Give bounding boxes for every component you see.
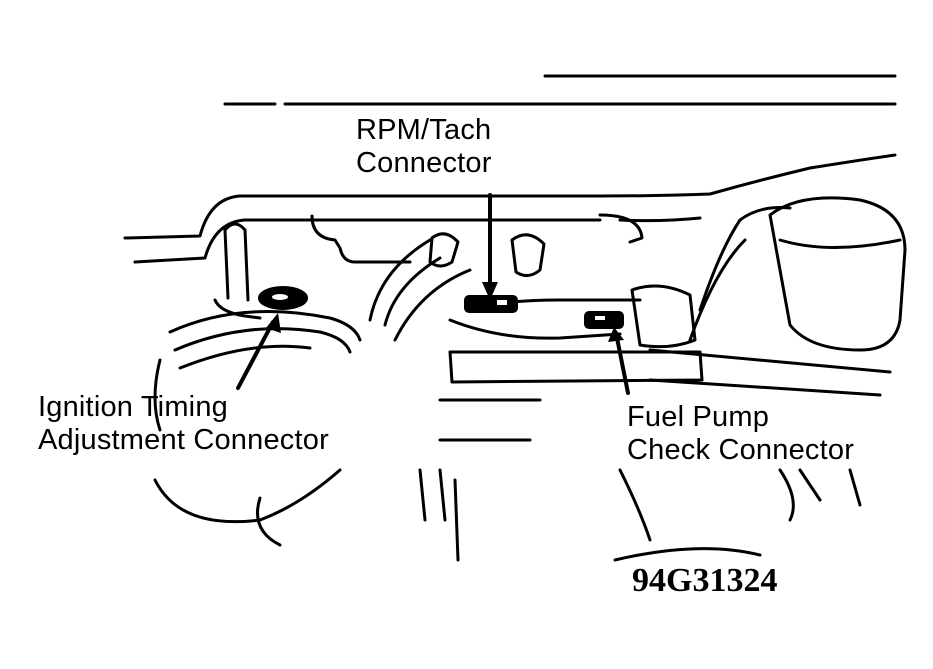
lower-right-arm [618, 468, 652, 542]
ignition-timing-label-line1: Ignition Timing [38, 391, 228, 423]
lower-right-hoses [778, 468, 862, 522]
ignition-timing-pointer [236, 320, 275, 390]
wire-harness-3 [393, 268, 472, 342]
left-tube-top [223, 222, 247, 232]
lower-center-stem [418, 468, 447, 522]
wire-harness-5 [173, 327, 352, 354]
bracket-right [598, 213, 644, 244]
fuel-pump-label-line1: Fuel Pump [627, 401, 770, 433]
lower-left-body [153, 468, 342, 524]
right-hose-2 [688, 238, 747, 342]
bracket-left [310, 214, 412, 264]
right-lower-lines [648, 348, 892, 397]
right-hose-1 [698, 206, 792, 312]
rpm-tach-label-line2: Connector [356, 147, 492, 179]
wire-harness-2 [383, 256, 442, 327]
wire-harness-1 [368, 238, 432, 322]
left-stack [213, 298, 262, 320]
bottom-curve [613, 547, 762, 562]
fuel-pump-label-line2: Check Connector [627, 434, 855, 466]
valve-cover-lower [438, 398, 542, 442]
fuel-pump-pointer [615, 336, 630, 395]
figure-code: 94G31324 [632, 562, 778, 599]
engine-cover-outline [123, 153, 897, 240]
ignition-timing-arrowhead [266, 313, 281, 333]
wire-harness-4 [168, 310, 362, 342]
lower-center-base [453, 478, 460, 562]
center-pipe [448, 318, 622, 340]
rpm-tach-arrowhead [482, 282, 498, 300]
valve-cover [448, 350, 704, 384]
fuel-pump-module [630, 284, 697, 349]
wire-harness-6 [178, 344, 312, 370]
left-vertical-tube [223, 228, 250, 302]
engine-cover-inner [133, 218, 602, 264]
plug-boot-center [510, 233, 546, 277]
right-canister-top [778, 238, 902, 249]
ignition-timing-label-line2: Adjustment Connector [38, 424, 329, 456]
right-canister [768, 196, 907, 352]
rpm-tach-connector-shape [464, 295, 518, 313]
rpm-tach-label-line1: RPM/Tach [356, 114, 492, 146]
fuel-pump-arrowhead [608, 327, 624, 342]
lower-left-bracket [256, 496, 282, 547]
plug-boot-left [428, 232, 460, 268]
lower-left-hose [153, 358, 162, 432]
